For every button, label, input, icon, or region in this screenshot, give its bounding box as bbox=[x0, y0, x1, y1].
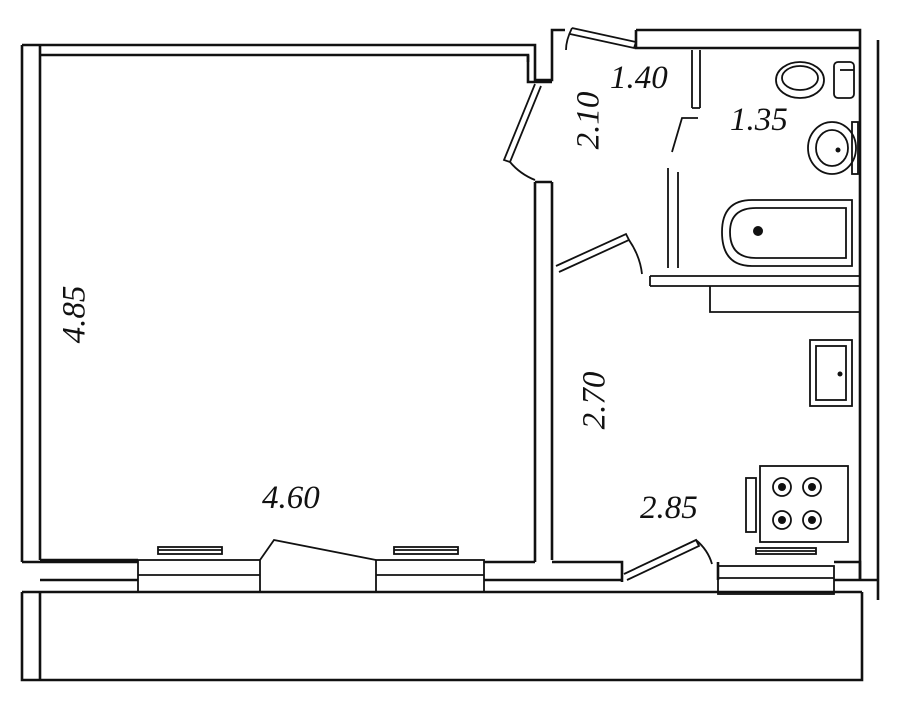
bathroom-sink bbox=[807, 121, 859, 175]
kitchen-window bbox=[717, 547, 835, 595]
outer-wall-left bbox=[20, 45, 42, 562]
kitchen-door bbox=[555, 232, 643, 275]
toilet-partition bbox=[691, 50, 701, 109]
bathtub bbox=[721, 199, 853, 267]
outer-wall-bottom bbox=[22, 558, 878, 582]
outer-wall-right bbox=[858, 40, 880, 600]
label-kitchen-depth: 2.70 bbox=[576, 371, 613, 430]
stove bbox=[745, 465, 849, 543]
living-room-window-left bbox=[137, 546, 261, 593]
label-toilet-width: 1.40 bbox=[610, 60, 668, 96]
label-living-depth: 4.85 bbox=[56, 285, 93, 344]
living-room-balcony-door bbox=[259, 539, 377, 561]
kitchen-balcony-door bbox=[623, 538, 713, 581]
outer-wall-top bbox=[22, 28, 565, 82]
entrance-door bbox=[565, 27, 638, 51]
bathroom-door bbox=[649, 117, 860, 313]
living-room-door bbox=[502, 83, 542, 181]
partition-wall bbox=[526, 55, 554, 562]
living-room-window-right bbox=[375, 546, 485, 593]
label-kitchen-width: 2.85 bbox=[640, 490, 698, 526]
kitchen-sink bbox=[809, 339, 853, 407]
label-bathroom-width: 1.35 bbox=[730, 102, 788, 138]
label-hallway-depth: 2.10 bbox=[570, 91, 607, 150]
balcony bbox=[20, 590, 864, 682]
label-living-width: 4.60 bbox=[262, 480, 320, 516]
outer-wall-top-right bbox=[634, 28, 862, 50]
toilet-fixture bbox=[775, 61, 855, 99]
